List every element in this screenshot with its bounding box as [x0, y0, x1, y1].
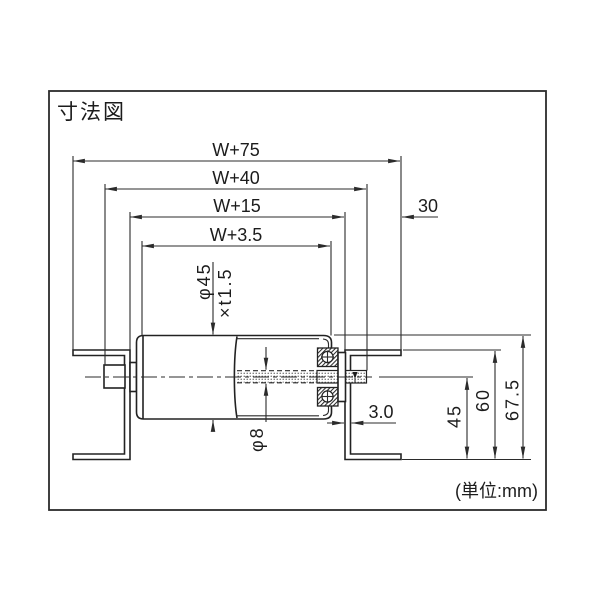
dim-over-shaft-width: W+40: [105, 168, 366, 192]
width-dimensions: W+75 W+40 W+15 W+3.5 30: [73, 140, 438, 249]
dim-label-roller-top-height: 67.5: [503, 378, 523, 421]
bearing-top: [316, 347, 339, 368]
dim-label-shaft-diameter: φ8: [247, 426, 267, 452]
height-dimensions: 45 60 67.5: [445, 336, 526, 459]
leader-roller-diameter: φ45 ×t1.5: [194, 262, 235, 432]
dim-roller-length: W+3.5: [142, 225, 330, 249]
dim-frame-side-offset: 30: [402, 196, 438, 220]
dim-frame-height: 60: [473, 351, 498, 459]
dim-label-frame-height: 60: [473, 388, 493, 412]
extension-lines: [72, 156, 531, 461]
leader-shaft-diameter: φ8: [247, 347, 269, 452]
dim-label-between-frames-width: W+15: [213, 196, 261, 216]
bearing-bottom: [316, 386, 339, 407]
dim-roller-top-height: 67.5: [503, 336, 526, 459]
drawing-border: [48, 90, 547, 511]
frame-left-channel: [72, 349, 131, 461]
dim-label-frame-thickness: 3.0: [368, 402, 393, 422]
dim-label-wall-thickness: ×t1.5: [215, 267, 235, 318]
dim-label-over-shaft-width: W+40: [212, 168, 260, 188]
dim-between-frames-width: W+15: [130, 196, 344, 220]
dim-label-overall-width: W+75: [212, 140, 260, 160]
dim-label-roller-diameter: φ45: [194, 262, 214, 300]
unit-note: (単位:mm): [455, 481, 538, 501]
dim-label-frame-side-offset: 30: [418, 196, 438, 216]
dim-overall-width: W+75: [73, 140, 400, 164]
frame-right-channel: [344, 349, 402, 461]
dim-label-axis-height: 45: [445, 404, 465, 428]
dim-axis-height: 45: [445, 378, 470, 459]
dim-label-roller-length: W+3.5: [210, 225, 263, 245]
page-title: 寸法図: [57, 101, 126, 124]
dim-frame-thickness: 3.0: [327, 402, 396, 426]
shaft-spring-mark: [352, 372, 358, 379]
